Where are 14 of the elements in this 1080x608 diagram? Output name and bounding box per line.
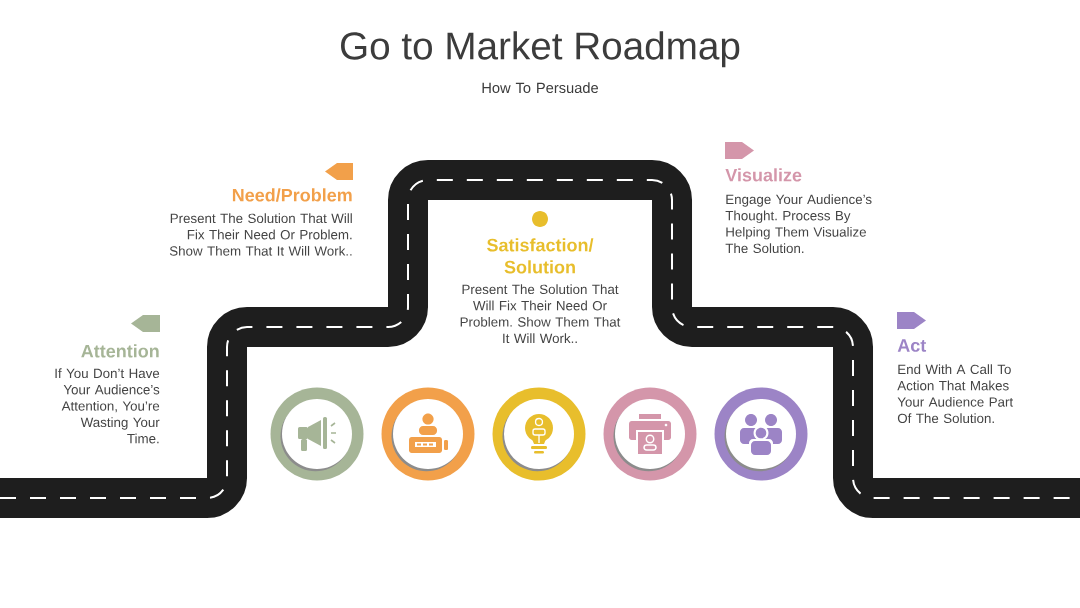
step-description: Present The Solution That Will Fix Their Need Or Problem. Show Them That It Will Work.. [460, 284, 621, 344]
step-description: If You Don’t Have Your Audience’s Attention, You’re Wasting Your Time. [55, 368, 160, 444]
step-description: Present The Solution That Will Fix Their Need Or Problem. Show Them That It Will Work.. [169, 213, 352, 256]
step-description: Engage Your Audience’s Thought. Process By Helping Them Visualize The Solution. [725, 194, 872, 254]
title: Go to Market Roadmap [341, 31, 740, 68]
step-heading: Visualize [725, 168, 802, 182]
step-heading: Need/Problem [232, 188, 352, 202]
icon-circle [492, 387, 586, 481]
icon-circle [270, 387, 364, 481]
step-description: End With A Call To Action That Makes Your Audience Part Of The Solution. [897, 364, 1014, 424]
step-heading: Attention [81, 344, 159, 358]
step-heading: Act [897, 339, 927, 352]
subtitle: How To Persuade [482, 82, 599, 94]
step-heading: Satisfaction/ Solution [487, 238, 594, 274]
